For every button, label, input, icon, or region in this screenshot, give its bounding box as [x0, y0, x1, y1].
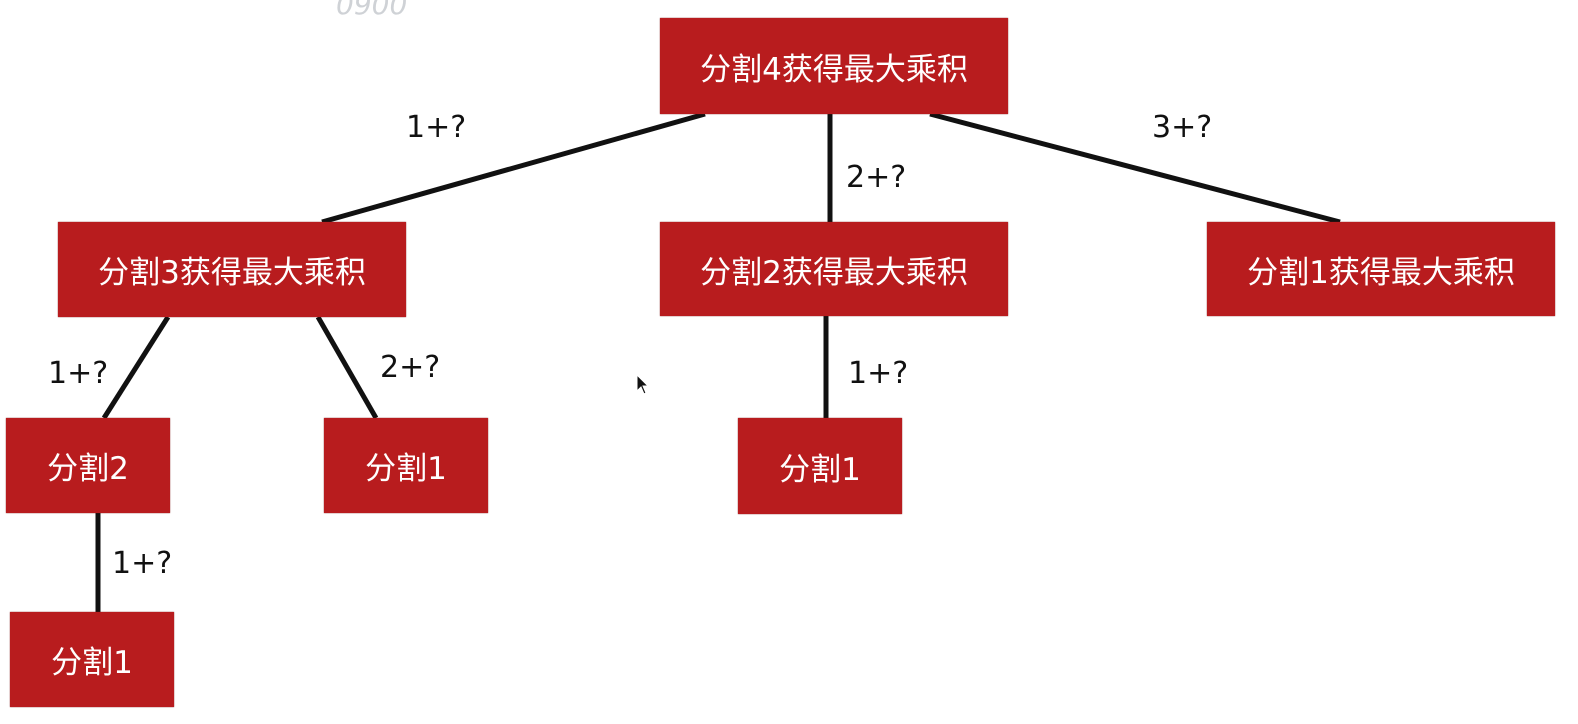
node-split-2-child-split-1: 分割1 — [738, 418, 902, 514]
edge-n3-n3b — [315, 315, 379, 420]
edge-label-n3-n3a: 1+? — [48, 356, 109, 391]
edge-label-root-n2: 2+? — [846, 160, 907, 195]
edge-label-n3-n3b: 2+? — [380, 350, 441, 385]
node-split-3: 分割3获得最大乘积 — [58, 222, 406, 317]
edge-root-n1 — [929, 111, 1341, 225]
node-split-3-child-split-2: 分割2 — [6, 418, 170, 513]
node-split-2: 分割2获得最大乘积 — [660, 222, 1008, 316]
node-split-1: 分割1获得最大乘积 — [1207, 222, 1555, 316]
edge-label-n3a-n3aa: 1+? — [112, 546, 173, 581]
edge-label-root-n1: 3+? — [1152, 110, 1213, 145]
node-split-3-child-split-1: 分割1 — [324, 418, 488, 513]
edge-root-n3 — [321, 111, 706, 225]
edge-label-n2-n2a: 1+? — [848, 356, 909, 391]
edge-n3-n3a — [101, 315, 171, 420]
watermark: 0900 — [336, 0, 408, 21]
edge-label-root-n3: 1+? — [406, 110, 467, 145]
node-split-2-grandchild-split-1: 分割1 — [10, 612, 174, 707]
mouse-cursor-icon — [636, 374, 650, 395]
node-root: 分割4获得最大乘积 — [660, 18, 1008, 114]
